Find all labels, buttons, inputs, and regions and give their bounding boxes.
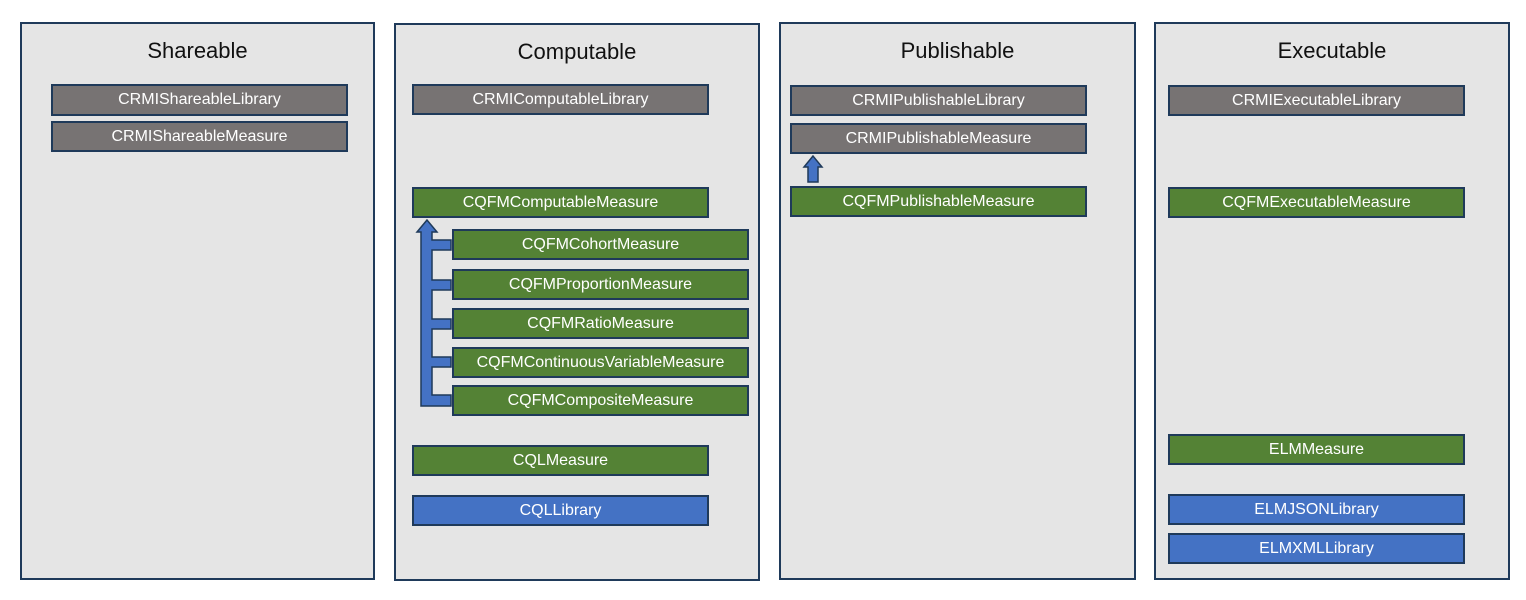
node-cql-measure: CQLMeasure [412,445,709,476]
node-crmi-computable-library: CRMIComputableLibrary [412,84,709,115]
node-cqfm-publishable-measure: CQFMPublishableMeasure [790,186,1087,217]
panel-computable: Computable [394,23,760,581]
publishable-inheritance-arrow [802,154,824,183]
panel-title: Publishable [900,38,1015,63]
node-cqfm-ratio-measure: CQFMRatioMeasure [452,308,749,339]
node-cqfm-computable-measure: CQFMComputableMeasure [412,187,709,218]
node-crmi-publishable-library: CRMIPublishableLibrary [790,85,1087,116]
panel-title: Computable [517,39,637,64]
node-cqfm-cohort-measure: CQFMCohortMeasure [452,229,749,260]
node-cqfm-continuous-variable-measure: CQFMContinuousVariableMeasure [452,347,749,378]
node-cqfm-proportion-measure: CQFMProportionMeasure [452,269,749,300]
node-crmi-publishable-measure: CRMIPublishableMeasure [790,123,1087,154]
panel-title: Shareable [147,38,248,63]
node-cql-library: CQLLibrary [412,495,709,526]
node-cqfm-executable-measure: CQFMExecutableMeasure [1168,187,1465,218]
node-crmi-shareable-library: CRMIShareableLibrary [51,84,348,116]
node-cqfm-composite-measure: CQFMCompositeMeasure [452,385,749,416]
computable-inheritance-arrow [415,218,452,407]
panel-title: Executable [1277,38,1387,63]
node-crmi-executable-library: CRMIExecutableLibrary [1168,85,1465,116]
node-crmi-shareable-measure: CRMIShareableMeasure [51,121,348,152]
node-elm-json-library: ELMJSONLibrary [1168,494,1465,525]
node-elm-measure: ELMMeasure [1168,434,1465,465]
node-elm-xml-library: ELMXMLLibrary [1168,533,1465,564]
